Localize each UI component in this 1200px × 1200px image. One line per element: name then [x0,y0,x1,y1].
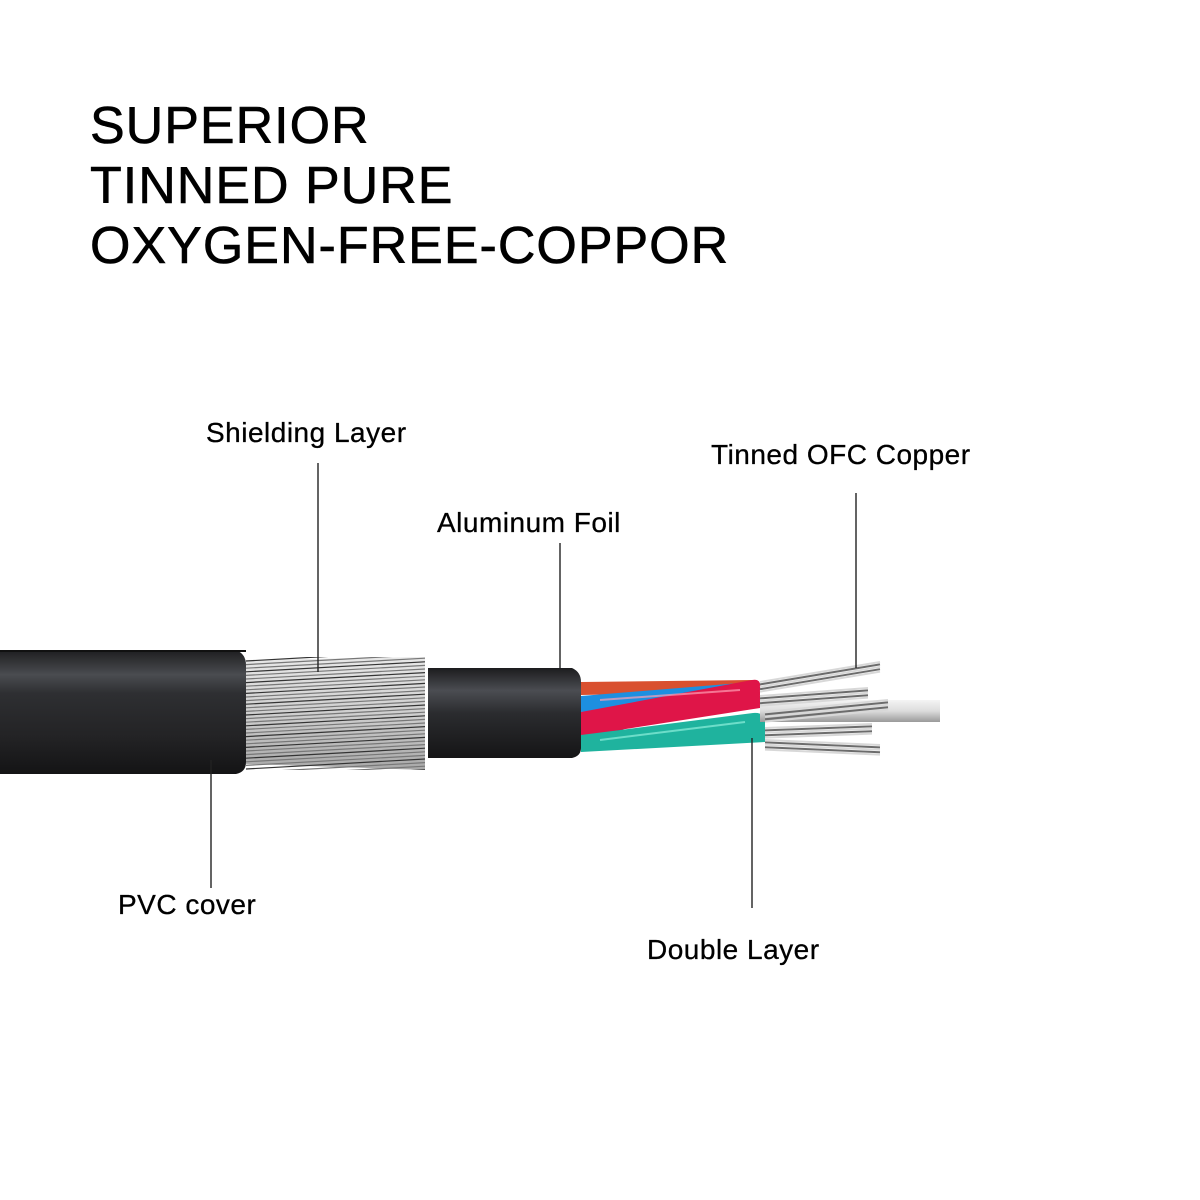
copper-strand [764,723,873,729]
braid-strand [245,751,425,763]
copper-strand [759,694,869,705]
braid-strand [245,736,425,748]
pvc-cover-jacket [0,650,246,774]
copper-strand [759,661,881,683]
braid-strand [245,697,425,709]
copper-strand [764,748,881,756]
copper-strand [764,732,873,739]
copper-strand [759,687,869,697]
headline-line-1: SUPERIOR [90,97,370,156]
leader-lines [210,463,857,908]
copper-strand [759,691,869,702]
braid-strand [245,718,425,730]
label-aluminum-foil: Aluminum Foil [437,507,621,538]
braid-strand [245,769,425,770]
braid-strand [245,686,425,698]
copper-strand [759,663,881,686]
braid-strand [245,657,425,669]
braid-strand [245,690,425,702]
braid-strand [245,704,425,716]
braid-strand [245,722,425,734]
braid-strand [245,711,425,723]
braid-strand [245,682,425,694]
braid-strand [245,700,425,712]
copper-strand [764,706,889,721]
braid-strand [245,668,425,680]
braid-strand [245,733,425,745]
braid-strand [245,744,425,756]
copper-strand [764,708,889,723]
braid-strand [245,657,425,666]
label-pvc-cover: PVC cover [118,889,257,920]
insulated-wires [581,679,765,752]
braid-strand [245,708,425,720]
braid-strand [245,661,425,673]
label-tinned-ofc-copper: Tinned OFC Copper [711,439,971,470]
copper-strand [759,668,881,691]
copper-strand [764,725,873,732]
braid-strand [245,664,425,676]
braid-strand [245,715,425,727]
wire-teal [581,712,765,752]
braid-strand [245,758,425,770]
headline: SUPERIOR TINNED PURE OXYGEN-FREE-COPPOR [90,96,729,276]
label-double-layer: Double Layer [647,934,820,965]
copper-strand [759,696,869,707]
copper-strand [759,670,881,693]
braid-strand [245,679,425,691]
copper-strand [764,739,881,746]
copper-strand [764,703,889,718]
headline-line-2: TINNED PURE [90,157,454,216]
braid-strand [245,672,425,684]
wire-red [581,679,761,736]
tinned-copper-strands [759,661,889,756]
braid-strand [245,740,425,752]
copper-strand [759,689,869,700]
aluminum-foil-section [428,668,581,758]
copper-strand [764,743,881,751]
copper-strand [764,746,881,754]
braid-strand [245,675,425,687]
copper-strand [764,741,881,749]
braid-strand [245,693,425,705]
braid-strand [245,765,425,770]
copper-strand [764,730,873,737]
braid-strand [245,747,425,759]
headline-line-3: OXYGEN-FREE-COPPOR [90,217,730,276]
copper-strand [764,699,889,713]
shielding-braid [245,657,425,770]
braid-strand [245,726,425,738]
braid-strand [245,762,425,770]
copper-strand [759,665,881,688]
copper-strand [764,701,889,716]
copper-strand [764,727,873,734]
braid-strand [245,729,425,741]
braid-strand [245,754,425,766]
label-shielding-layer: Shielding Layer [206,417,407,448]
braid-strand [245,657,425,662]
